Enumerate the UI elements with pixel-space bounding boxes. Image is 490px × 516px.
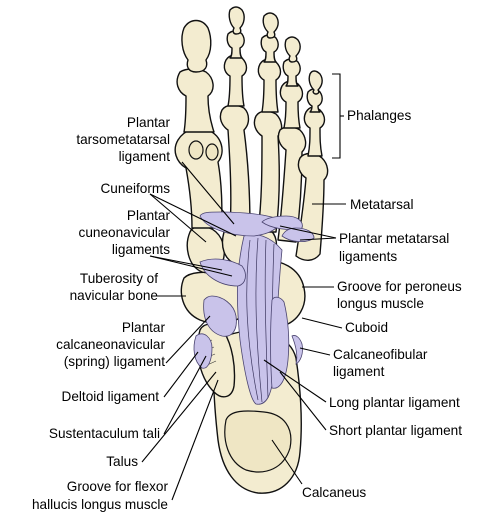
label-plantar-metatarsal-1: Plantar metatarsal: [339, 231, 449, 246]
leader-calcaneus: [271, 439, 303, 485]
label-talus: Talus: [106, 454, 138, 469]
label-phalanges: Phalanges: [347, 108, 411, 123]
plantar-metatarsal-ligament-a: [261, 215, 303, 230]
leader-cuneonavicular-a: [149, 255, 223, 271]
leader-talus: [141, 371, 217, 463]
label-long-plantar: Long plantar ligament: [329, 395, 460, 410]
calcaneofibular-ligament: [291, 335, 303, 365]
leader-calcaneofibular: [299, 347, 331, 356]
leader-short-plantar: [279, 371, 327, 431]
leader-plantar-metatarsal-b: [299, 237, 337, 241]
hallux-distal-phalanx: [181, 19, 212, 73]
label-tuberosity-2: navicular bone: [70, 288, 158, 303]
metatarsal-2: [219, 104, 251, 229]
toe-4-middle: [282, 58, 301, 87]
toe-5-proximal: [303, 106, 326, 157]
label-groove-peroneus-2: longus muscle: [337, 296, 424, 311]
leader-groove-flexor: [171, 379, 219, 501]
leader-cuneiforms-a: [149, 193, 207, 243]
deltoid-ligament: [193, 333, 213, 369]
leader-lines: [141, 73, 346, 501]
toe-4-distal: [284, 36, 301, 63]
label-groove-flexor-2: hallucis longus muscle: [32, 497, 168, 512]
phalanges-bracket: [332, 73, 341, 159]
spring-ligament: [203, 295, 237, 337]
toe-3-proximal: [257, 58, 282, 113]
leader-cuneiforms-b: [149, 193, 237, 237]
foot-ligaments: [193, 211, 315, 405]
calcaneus-tuber: [224, 410, 292, 473]
leader-plantar-tarsometatarsal: [181, 161, 235, 225]
label-plantar-calcaneonavicular-1: Plantar: [122, 320, 166, 335]
label-plantar-tarsometatarsal-2: tarsometatarsal: [76, 132, 170, 147]
label-plantar-cuneonavicular-2: cuneonavicular: [79, 225, 171, 240]
label-groove-flexor-1: Groove for flexor: [67, 479, 169, 494]
leader-plantar-metatarsal-a: [279, 225, 337, 239]
label-calcaneofibular-1: Calcaneofibular: [333, 347, 428, 362]
leader-cuneonavicular-b: [149, 255, 233, 277]
sesamoid-lateral: [205, 143, 219, 161]
leader-deltoid: [163, 351, 199, 398]
toe-3-distal: [262, 12, 279, 39]
label-sustentaculum: Sustentaculum tali: [49, 426, 160, 441]
label-metatarsal: Metatarsal: [350, 197, 413, 212]
toe-2-middle: [226, 30, 245, 59]
label-calcaneus: Calcaneus: [302, 485, 366, 500]
label-plantar-cuneonavicular-1: Plantar: [127, 208, 171, 223]
label-plantar-tarsometatarsal-1: Plantar: [127, 115, 171, 130]
label-tuberosity-1: Tuberosity of: [80, 271, 158, 286]
leader-long-plantar: [263, 359, 327, 403]
toe-5-distal: [308, 70, 323, 95]
label-calcaneofibular-2: ligament: [333, 364, 385, 379]
metatarsal-3: [253, 110, 283, 233]
label-plantar-calcaneonavicular-2: calcaneonavicular: [56, 337, 165, 352]
label-deltoid: Deltoid ligament: [62, 389, 160, 404]
toe-2-proximal: [223, 54, 248, 107]
toe-2-distal: [228, 6, 245, 35]
hallux-proximal-phalanx: [176, 68, 215, 133]
toe-3-middle: [260, 34, 279, 63]
leader-sustentaculum: [163, 355, 207, 435]
toe-4-proximal: [279, 80, 304, 129]
metatarsal-4: [277, 126, 307, 243]
label-plantar-metatarsal-2: ligaments: [339, 249, 397, 264]
labels: Phalanges Plantar tarsometatarsal ligame…: [32, 108, 462, 512]
label-cuneiforms: Cuneiforms: [100, 181, 170, 196]
short-plantar-ligament: [270, 296, 290, 389]
label-groove-peroneus-1: Groove for peroneus: [337, 279, 462, 294]
leader-cuboid: [301, 317, 343, 329]
label-plantar-cuneonavicular-3: ligaments: [112, 242, 170, 257]
label-plantar-calcaneonavicular-3: (spring) ligament: [64, 354, 165, 369]
cuneonavicular-ligaments: [199, 258, 246, 287]
label-short-plantar: Short plantar ligament: [329, 423, 462, 438]
label-plantar-tarsometatarsal-3: ligament: [119, 149, 171, 164]
leader-spring: [165, 315, 211, 364]
label-cuboid: Cuboid: [345, 320, 388, 335]
metatarsal-5: [295, 152, 329, 261]
sesamoid-medial: [188, 140, 204, 160]
